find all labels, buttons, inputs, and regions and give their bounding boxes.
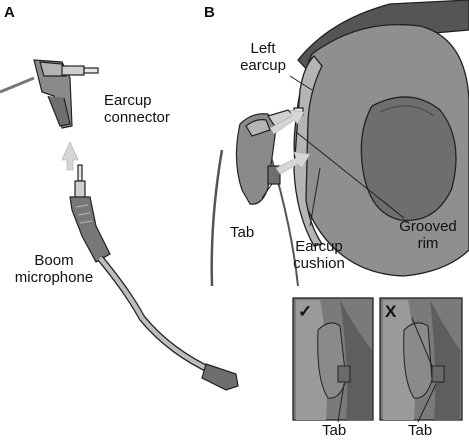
panel-a-label: A	[4, 4, 15, 21]
panel-b-label: B	[204, 4, 215, 21]
insertion-arrow-a	[62, 142, 78, 170]
incorrect-x-icon: X	[385, 302, 396, 322]
correct-check-icon: ✓	[298, 302, 312, 322]
tab-correct-label: Tab	[322, 422, 346, 439]
earcup-connector-illustration	[0, 60, 98, 128]
tab-incorrect-label: Tab	[408, 422, 432, 439]
tab-label: Tab	[230, 224, 254, 241]
